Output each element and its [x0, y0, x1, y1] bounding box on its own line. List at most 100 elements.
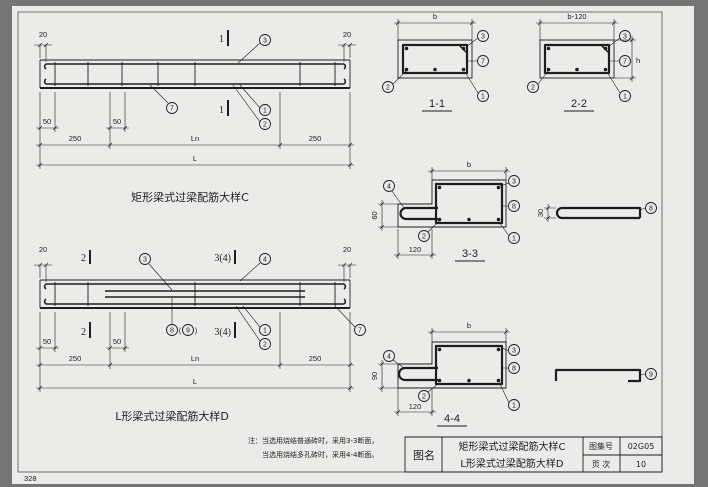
callout-number: 3: [143, 257, 147, 264]
dim-b: b: [467, 160, 471, 169]
callout-number: 7: [170, 106, 174, 113]
leader-lines: [537, 37, 621, 94]
dim-250-right: 250: [309, 134, 322, 143]
callout-2: 2: [527, 81, 539, 93]
callout-8: 8: [508, 200, 520, 212]
drawing-title-line-2: L形梁式过梁配筋大样D: [460, 457, 564, 470]
callout-number: 2: [422, 394, 426, 401]
callout-number: 4: [387, 354, 391, 361]
section-label: 1-1: [429, 98, 445, 110]
callout-circle: [619, 30, 631, 42]
callout-2: 2: [418, 230, 430, 242]
ledge-width-dim: [394, 388, 436, 416]
concrete-outline: [539, 39, 615, 79]
stirrup: [401, 43, 469, 75]
section-3-3: b 60 120 4 3 8 2 1 3-3 30 8: [370, 160, 657, 262]
dim-b: b: [433, 12, 437, 21]
drawing-title-line-1: 矩形梁式过梁配筋大样C: [459, 440, 566, 453]
callout-number: 8: [649, 206, 653, 213]
callout-circle: [259, 338, 271, 350]
callout-number: 2: [263, 342, 267, 349]
section-2-2: b-120 h 3 7 2 1 2-2: [527, 12, 640, 112]
callout-1: 1: [508, 232, 520, 244]
callout-circle: [383, 180, 395, 192]
callout-7: 7: [166, 102, 178, 114]
callout-circle: [259, 104, 271, 116]
stirrup: [434, 182, 504, 225]
bar-9-shape: [554, 368, 642, 383]
callout-3: 3: [508, 175, 520, 187]
callout-number: 4: [263, 257, 267, 264]
leader-lines: [392, 347, 510, 404]
note-line-1: 注：当选用烧结普通砖时，采用3-3断面，: [248, 436, 378, 445]
rebar-dots: [404, 46, 466, 72]
callout-circle: [508, 175, 520, 187]
callout-8: 8: [645, 202, 657, 214]
callout-number: 1: [263, 328, 267, 335]
callout-1: 1: [259, 324, 271, 336]
stirrup: [543, 43, 611, 75]
ledge-height-dim: [378, 360, 398, 392]
callout-7: 7: [619, 55, 631, 67]
callout-circle: [166, 324, 178, 336]
note-line-2: 当选用烧结多孔砖时，采用4-4断面。: [262, 450, 378, 459]
beam-outline: [39, 59, 351, 88]
bar-8-dim-30: 30: [536, 209, 545, 217]
callout-2: 2: [259, 338, 271, 350]
callout-4: 4: [259, 253, 271, 265]
concrete-outline: [397, 39, 473, 79]
callout-number: 1: [263, 108, 267, 115]
drawing-d: 20 20 2 3(4) 2 3(4) 3 4 8 ( 9 ) 1 2 7 50…: [34, 245, 366, 423]
dim-end-left: 20: [39, 30, 47, 39]
section-mark-bottom: 1: [219, 105, 224, 116]
callout-circle: [477, 30, 489, 42]
dim-b: b: [467, 321, 471, 330]
callout-number: 1: [512, 403, 516, 410]
callout-number: 7: [623, 59, 627, 66]
title-block-grid: [404, 436, 663, 473]
section-1-1: b 3 7 2 1 1-1: [382, 12, 489, 112]
callout-circle: [418, 230, 430, 242]
callout-number: 2: [263, 122, 267, 129]
page-number-cell: 10: [636, 460, 646, 469]
callout-number: 3: [512, 179, 516, 186]
ledge-height-dim: [378, 200, 398, 231]
callout-number: 8: [512, 204, 516, 211]
book-page-number: 328: [24, 474, 37, 483]
callout-3: 3: [508, 344, 520, 356]
leader-lines: [391, 182, 510, 237]
callout-1: 1: [477, 90, 489, 102]
callout-circle: [383, 350, 395, 362]
bar-9-detail: 9: [554, 368, 657, 383]
callout-circle: [619, 55, 631, 67]
dim-90: 90: [370, 372, 379, 380]
callout-circle: [508, 362, 520, 374]
stirrups: [54, 282, 336, 306]
callout-number: 1: [512, 236, 516, 243]
callout-number: 8: [512, 366, 516, 373]
dim-l: L: [193, 154, 197, 163]
ledge-bars: [105, 290, 305, 298]
bar-8-detail: 30 8: [536, 202, 657, 222]
callout-number: 7: [481, 59, 485, 66]
leader-lines: [148, 262, 356, 342]
section-mark-34-top: 3(4): [214, 253, 231, 264]
callout-circle: [645, 202, 657, 214]
callout-8: 8: [508, 362, 520, 374]
atlas-number: 02G05: [628, 442, 655, 451]
atlas-number-label: 图集号: [589, 441, 613, 451]
dim-end-right: 20: [343, 30, 351, 39]
end-cover-dims: [34, 42, 356, 62]
callout-number: 3: [623, 34, 627, 41]
dim-250-left: 250: [69, 134, 82, 143]
callout-circle: [354, 324, 366, 336]
callout-number: 8: [170, 328, 174, 335]
leader-line: [639, 373, 646, 376]
callout-circle: [139, 253, 151, 265]
drawing-d-caption: L形梁式过梁配筋大样D: [115, 409, 229, 423]
dimension-lines: [36, 312, 354, 392]
rebar-dots: [437, 185, 501, 222]
callout-number: 1: [481, 94, 485, 101]
dim-end-left: 20: [39, 245, 47, 254]
drawing-c: 20 20 1 1 3 1 2 7 50 50 250 Ln 250 L 矩形梁…: [34, 30, 356, 204]
